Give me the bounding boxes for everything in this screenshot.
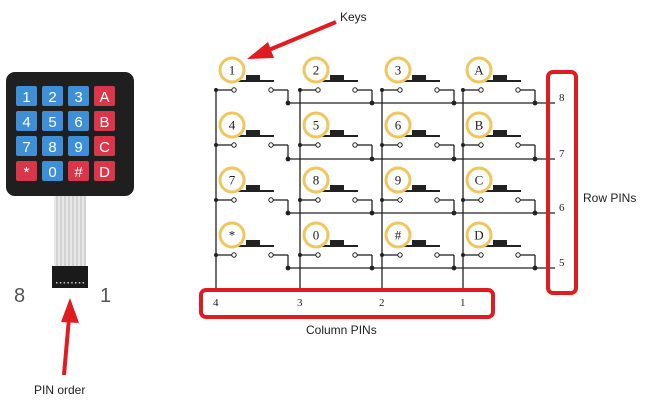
keypad-key-label: 5 (48, 114, 56, 131)
keypad-key-1: 1 (16, 86, 37, 106)
keypad-key-2: 2 (42, 86, 63, 106)
keypad-key-5: 5 (42, 111, 63, 131)
key-3: 3 (384, 56, 412, 84)
keypad-key-b: B (94, 111, 115, 131)
keypad-key-label: 7 (22, 139, 30, 156)
column-pin-1: 1 (460, 297, 466, 309)
row-pins-label: Row PINs (583, 191, 636, 205)
column-pins-highlight (199, 288, 495, 319)
keypad-key-hash: # (68, 161, 89, 181)
key-0: 0 (302, 221, 330, 249)
ribbon-cable (54, 196, 86, 266)
keypad-key-d: D (94, 161, 115, 181)
keypad-key-star: * (16, 161, 37, 181)
key-label: C (475, 173, 484, 188)
row-pin-6: 6 (559, 202, 565, 214)
key-label: # (395, 228, 402, 243)
keys-label: Keys (340, 10, 367, 24)
column-pin-2: 2 (379, 297, 385, 309)
row-pin-7: 7 (559, 148, 565, 160)
pin-left-label: 8 (14, 285, 25, 307)
key-label: 3 (395, 63, 402, 78)
keypad-key-label: # (74, 164, 83, 181)
keypad-key-6: 6 (68, 111, 89, 131)
key-9: 9 (384, 166, 412, 194)
key-star: * (218, 221, 246, 249)
pin-right-label: 1 (100, 285, 111, 307)
key-2: 2 (302, 56, 330, 84)
keypad-key-label: B (99, 114, 109, 131)
key-label: 4 (229, 118, 236, 133)
keypad-key-label: 3 (74, 89, 82, 106)
key-c: C (465, 166, 493, 194)
column-pin-4: 4 (213, 297, 219, 309)
key-7: 7 (218, 166, 246, 194)
matrix-schematic: 1 2 3 A 4 5 6 B 7 8 9 C * 0 # D 8 7 6 5 4 3 2 1 Keys Row PINs… (199, 10, 636, 337)
keypad-key-label: A (99, 89, 109, 106)
keypad-key-9: 9 (68, 136, 89, 156)
key-label: 7 (229, 173, 236, 188)
keys-arrow (247, 20, 337, 59)
keypad-key-label: 0 (48, 164, 56, 181)
pin-order-label: PIN order (34, 383, 85, 397)
row-pin-numbers: 8 7 6 5 (559, 92, 565, 269)
wire-junctions (214, 88, 538, 271)
key-a: A (465, 56, 493, 84)
key-6: 6 (384, 111, 412, 139)
key-d: D (465, 221, 493, 249)
keypad-key-4: 4 (16, 111, 37, 131)
column-pin-numbers: 4 3 2 1 (213, 297, 466, 309)
keypad-key-label: 9 (74, 139, 82, 156)
key-label: D (474, 228, 483, 243)
key-label: 5 (313, 118, 320, 133)
row-pin-5: 5 (559, 257, 565, 269)
key-label: B (475, 118, 484, 133)
keypad-key-c: C (94, 136, 115, 156)
keypad-key-3: 3 (68, 86, 89, 106)
keypad-key-label: 4 (22, 114, 30, 131)
keypad-key-label: 1 (22, 89, 30, 106)
key-label: 2 (313, 63, 320, 78)
key-label: 9 (395, 173, 402, 188)
key-labels: 1 2 3 A 4 5 6 B 7 8 9 C * 0 # D (218, 56, 493, 249)
key-hash: # (384, 221, 412, 249)
keypad-key-label: 2 (48, 89, 56, 106)
keypad-key-label: 8 (48, 139, 56, 156)
key-5: 5 (302, 111, 330, 139)
keypad-key-8: 8 (42, 136, 63, 156)
key-8: 8 (302, 166, 330, 194)
row-pins-highlight (546, 70, 578, 295)
key-label: 8 (313, 173, 320, 188)
keypad-key-0: 0 (42, 161, 63, 181)
key-label: 1 (229, 63, 236, 78)
keypad-key-label: C (99, 139, 110, 156)
key-label: * (229, 228, 236, 243)
row-pin-8: 8 (559, 92, 565, 104)
pin-order-arrow (61, 298, 79, 376)
keypad-key-label: 6 (74, 114, 82, 131)
key-1: 1 (218, 56, 246, 84)
pin-connector (52, 266, 88, 288)
key-label: 6 (395, 118, 402, 133)
switch-5 (300, 130, 358, 148)
keypad-key-a: A (94, 86, 115, 106)
column-pins-label: Column PINs (306, 323, 377, 337)
key-b: B (465, 111, 493, 139)
column-pin-3: 3 (297, 297, 303, 309)
key-label: 0 (313, 228, 320, 243)
keypad-key-7: 7 (16, 136, 37, 156)
keypad-key-label: * (24, 164, 30, 181)
switch-0 (300, 240, 358, 258)
key-4: 4 (218, 111, 246, 139)
switch-star (216, 240, 274, 258)
key-label: A (474, 63, 484, 78)
keypad-key-label: D (99, 164, 110, 181)
